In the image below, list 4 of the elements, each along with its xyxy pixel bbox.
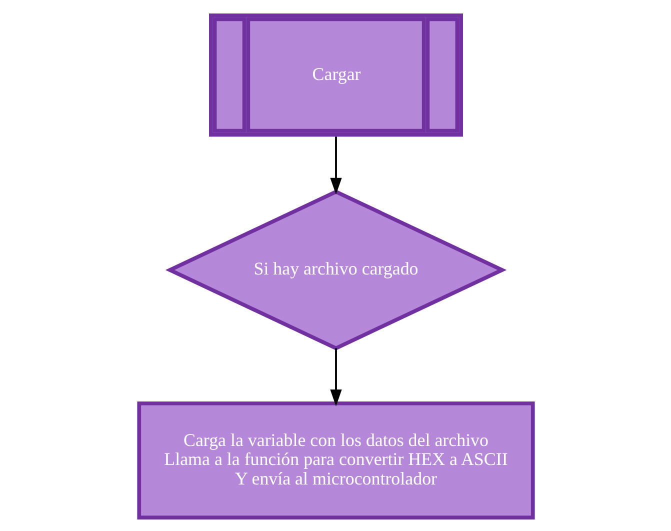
- arrow: [330, 136, 342, 195]
- arrow: [330, 348, 342, 406]
- node-box: Carga la variable con los datos del archivo Llama a la función para convertir HEX a ASCII Y envía al microcontrolador: [136, 401, 534, 520]
- node-diamond: Si hay archivo cargado: [164, 190, 506, 350]
